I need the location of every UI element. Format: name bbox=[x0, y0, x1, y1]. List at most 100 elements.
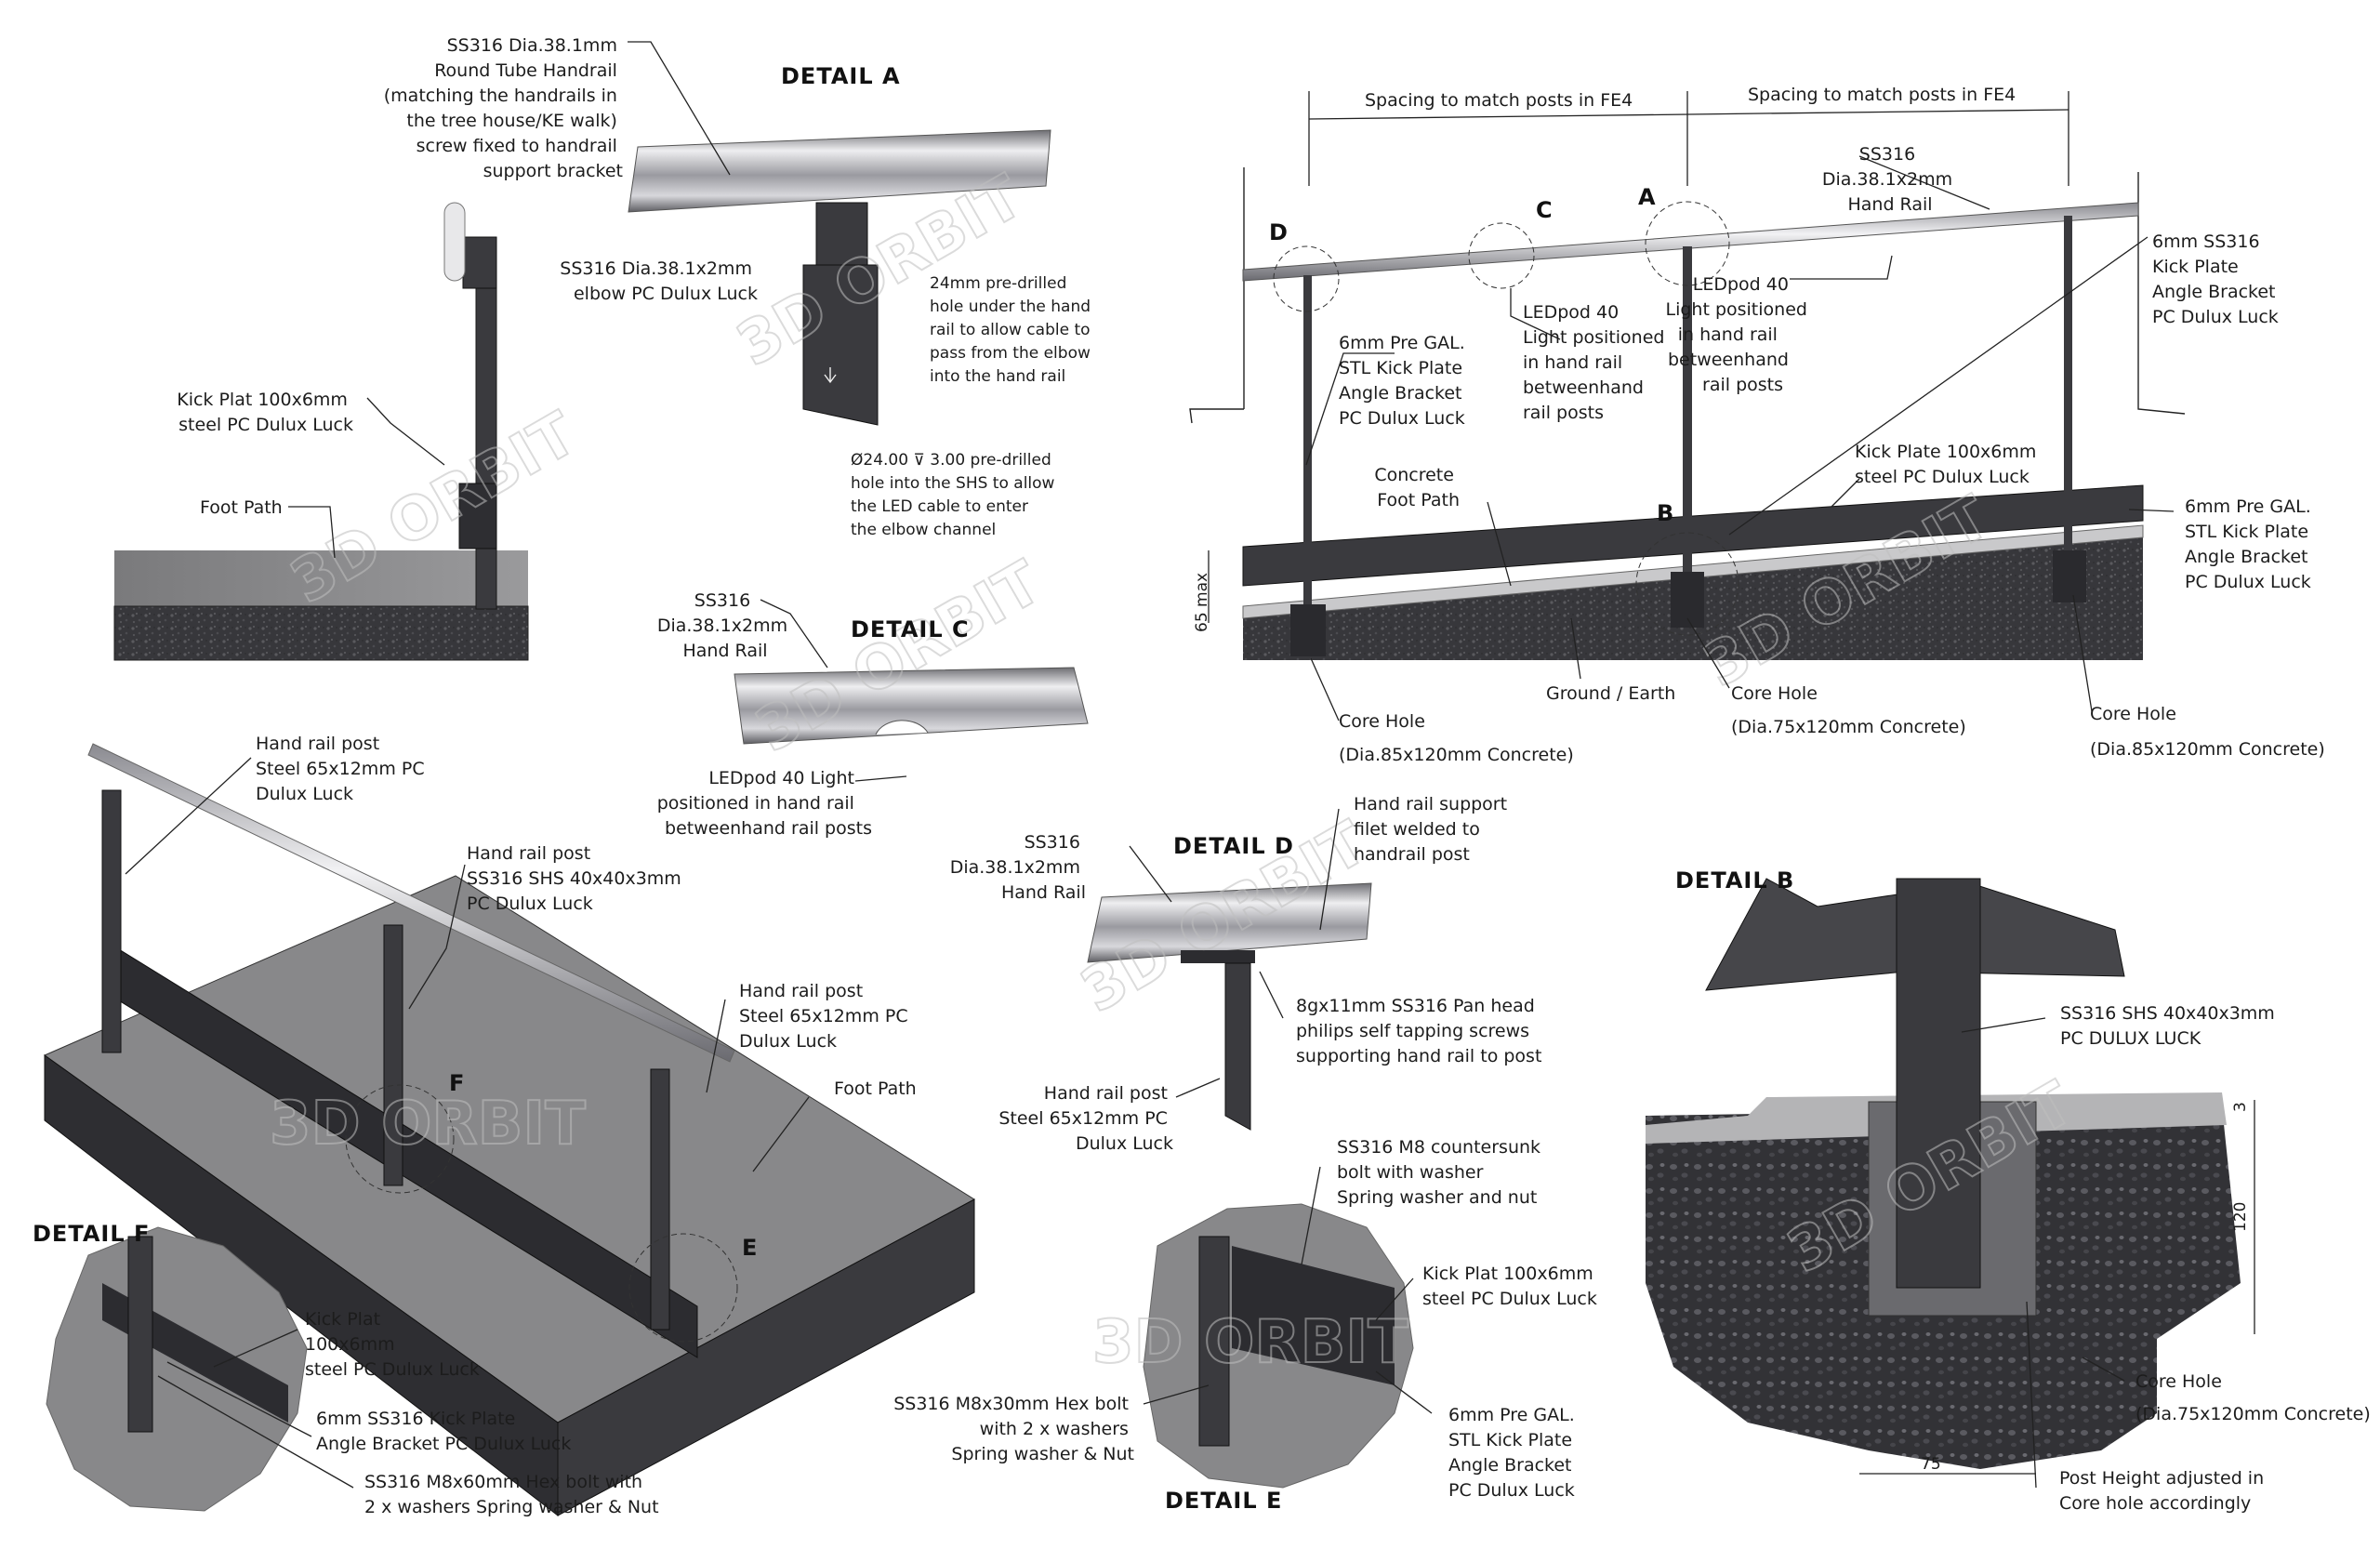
elevation-angle-left-label: 6mm Pre GAL. STL Kick Plate Angle Bracke… bbox=[1339, 333, 1471, 429]
watermark: 3D ORBIT bbox=[1092, 1308, 1408, 1377]
detail-e-kick-label: Kick Plat 100x6mm steel PC Dulux Luck bbox=[1422, 1264, 1599, 1309]
iso-post-mid-label: Hand rail post SS316 SHS 40x40x3mm PC Du… bbox=[467, 843, 687, 914]
section-elbow bbox=[462, 236, 497, 289]
section-handrail-label: SS316 Dia.38.1mm Round Tube Handrail (ma… bbox=[384, 35, 623, 181]
elevation-marker-circle-b bbox=[1635, 532, 1739, 636]
detail-b-dim-120: 120 bbox=[2231, 1202, 2250, 1232]
iso-post-mid bbox=[383, 924, 403, 1186]
iso-slab-right bbox=[557, 1198, 975, 1516]
detail-e-post bbox=[1198, 1236, 1230, 1447]
detail-f-drawing bbox=[46, 1226, 308, 1512]
detail-c-rail-label: SS316 Dia.38.1x2mm Hand Rail bbox=[657, 590, 793, 661]
elevation-core-right-label: Core Hole (Dia.85x120mm Concrete) bbox=[2090, 704, 2325, 760]
detail-d-post bbox=[1224, 962, 1251, 1131]
detail-a-hole-arrow bbox=[824, 367, 837, 384]
iso-post-right-label: Hand rail post Steel 65x12mm PC Dulux Lu… bbox=[739, 981, 914, 1052]
section-post bbox=[475, 236, 497, 610]
iso-marker-f: F bbox=[449, 1070, 465, 1096]
iso-marker-circle-e bbox=[628, 1233, 738, 1343]
elevation-kick-plate bbox=[1242, 484, 2144, 587]
detail-a-hole-label: 24mm pre-drilled hole under the hand rai… bbox=[930, 274, 1095, 386]
iso-rail bbox=[87, 743, 735, 1063]
detail-b-dim-75: 75 bbox=[1921, 1455, 1941, 1474]
detail-b-drawing bbox=[1646, 878, 2255, 1475]
detail-c-labels: SS316 Dia.38.1x2mm Hand Rail LEDpod 40 L… bbox=[657, 590, 872, 839]
iso-view bbox=[43, 743, 975, 1517]
detail-a-drawing bbox=[628, 129, 1051, 426]
section-footpath-slab bbox=[114, 550, 528, 606]
detail-c-led-label: LEDpod 40 Light positioned in hand rail … bbox=[657, 768, 872, 839]
section-foot-path-label: Foot Path bbox=[200, 497, 283, 518]
detail-d-rail bbox=[1087, 882, 1372, 963]
elevation-marker-circle-d bbox=[1273, 245, 1340, 312]
section-handrail-end bbox=[443, 202, 466, 282]
detail-a-labels: SS316 Dia.38.1x2mm elbow PC Dulux Luck 2… bbox=[560, 258, 1095, 539]
elevation-marker-c: C bbox=[1536, 197, 1554, 223]
detail-e-drawing bbox=[1143, 1203, 1414, 1489]
elevation-angle-right-label: 6mm Pre GAL. STL Kick Plate Angle Bracke… bbox=[2185, 496, 2317, 592]
detail-a-elbow-label: SS316 Dia.38.1x2mm elbow PC Dulux Luck bbox=[560, 258, 758, 304]
elevation-marker-d: D bbox=[1269, 219, 1289, 245]
detail-c-led-cutout bbox=[875, 720, 929, 735]
title-detail-c: DETAIL C bbox=[851, 616, 970, 642]
section-kick-plate bbox=[458, 483, 497, 549]
elevation-led-mid-label: LEDpod 40 Light positioned in hand rail … bbox=[1523, 302, 1671, 423]
detail-f-labels: Kick Plat 100x6mm steel PC Dulux Luck 6m… bbox=[305, 1309, 659, 1517]
title-detail-f: DETAIL F bbox=[33, 1221, 150, 1247]
iso-post-left bbox=[101, 789, 122, 1053]
section-labels: SS316 Dia.38.1mm Round Tube Handrail (ma… bbox=[177, 35, 623, 518]
detail-f-bracket-label: 6mm SS316 Kick Plate Angle Bracket PC Du… bbox=[316, 1409, 571, 1454]
detail-d-post-label: Hand rail post Steel 65x12mm PC Dulux Lu… bbox=[998, 1083, 1173, 1154]
iso-post-right bbox=[650, 1068, 670, 1330]
title-detail-e: DETAIL E bbox=[1165, 1488, 1282, 1514]
detail-c-rail bbox=[734, 667, 1089, 745]
detail-d-screws-label: 8gx11mm SS316 Pan head philips self tapp… bbox=[1296, 996, 1541, 1066]
detail-e-bolt-left-label: SS316 M8x30mm Hex bolt with 2 x washers … bbox=[893, 1394, 1134, 1464]
elevation-view bbox=[1189, 91, 2186, 660]
detail-d-labels: SS316 Dia.38.1x2mm Hand Rail Hand rail s… bbox=[950, 794, 1542, 1154]
elevation-led-right-label: LEDpod 40 Light positioned in hand rail … bbox=[1665, 274, 1813, 395]
detail-f-kick-label: Kick Plat 100x6mm steel PC Dulux Luck bbox=[305, 1309, 480, 1380]
elevation-spacing-right: Spacing to match posts in FE4 bbox=[1748, 85, 2016, 105]
detail-e-bolt-top-label: SS316 M8 countersunk bolt with washer Sp… bbox=[1337, 1137, 1546, 1208]
elevation-marker-a: A bbox=[1638, 184, 1657, 210]
detail-b-adjust-label: Post Height adjusted in Core hole accord… bbox=[2059, 1468, 2269, 1514]
elevation-kick-label: Kick Plate 100x6mm steel PC Dulux Luck bbox=[1855, 442, 2042, 487]
detail-d-support-label: Hand rail support filet welded to handra… bbox=[1354, 794, 1513, 865]
detail-a-rail bbox=[628, 129, 1051, 213]
elevation-core-left-label: Core Hole (Dia.85x120mm Concrete) bbox=[1339, 711, 1574, 765]
detail-d-bracket bbox=[1181, 950, 1255, 963]
detail-f-bolt-label: SS316 M8x60mm Hex bolt with 2 x washers … bbox=[364, 1472, 659, 1517]
detail-d-rail-label: SS316 Dia.38.1x2mm Hand Rail bbox=[950, 832, 1086, 903]
elevation-marker-b: B bbox=[1657, 500, 1674, 526]
elevation-rail bbox=[1242, 202, 2139, 282]
detail-a-shs bbox=[802, 264, 879, 426]
elevation-core-mid-label: Core Hole (Dia.75x120mm Concrete) bbox=[1731, 683, 1966, 737]
detail-b-labels: SS316 SHS 40x40x3mm PC DULUX LUCK Core H… bbox=[1921, 1003, 2371, 1514]
section-kick-plate-label: Kick Plat 100x6mm steel PC Dulux Luck bbox=[177, 390, 353, 435]
detail-d-drawing bbox=[1087, 882, 1372, 1131]
iso-marker-e: E bbox=[742, 1235, 758, 1261]
elevation-wall-right bbox=[2137, 172, 2186, 415]
elevation-post-a bbox=[1683, 246, 1692, 609]
elevation-marker-circle-a bbox=[1645, 201, 1730, 286]
watermark: 3D ORBIT bbox=[270, 1090, 586, 1158]
elevation-core-left bbox=[1290, 604, 1326, 656]
elevation-labels: Spacing to match posts in FE4 Spacing to… bbox=[1193, 85, 2325, 765]
titles: DETAIL A DETAIL C DETAIL D DETAIL B DETA… bbox=[33, 63, 1794, 1514]
detail-e-bracket-label: 6mm Pre GAL. STL Kick Plate Angle Bracke… bbox=[1448, 1405, 1580, 1501]
iso-marker-circle-f bbox=[345, 1084, 455, 1194]
elevation-post-d bbox=[1303, 275, 1312, 610]
iso-foot-path-label: Foot Path bbox=[834, 1079, 917, 1099]
iso-labels: Hand rail post Steel 65x12mm PC Dulux Lu… bbox=[256, 734, 917, 1261]
title-detail-b: DETAIL B bbox=[1675, 867, 1794, 894]
elevation-angle-top-right-label: 6mm SS316 Kick Plate Angle Bracket PC Du… bbox=[2152, 232, 2281, 327]
elevation-rail-label: SS316 Dia.38.1x2mm Hand Rail bbox=[1822, 144, 1958, 215]
detail-b-post bbox=[1896, 878, 1981, 1289]
elevation-concrete-label: Concrete Foot Path bbox=[1374, 465, 1460, 510]
title-detail-a: DETAIL A bbox=[781, 63, 901, 89]
section-earth bbox=[113, 605, 529, 661]
elevation-core-right bbox=[2053, 550, 2086, 602]
detail-b-core-label: Core Hole (Dia.75x120mm Concrete) bbox=[2135, 1371, 2371, 1424]
